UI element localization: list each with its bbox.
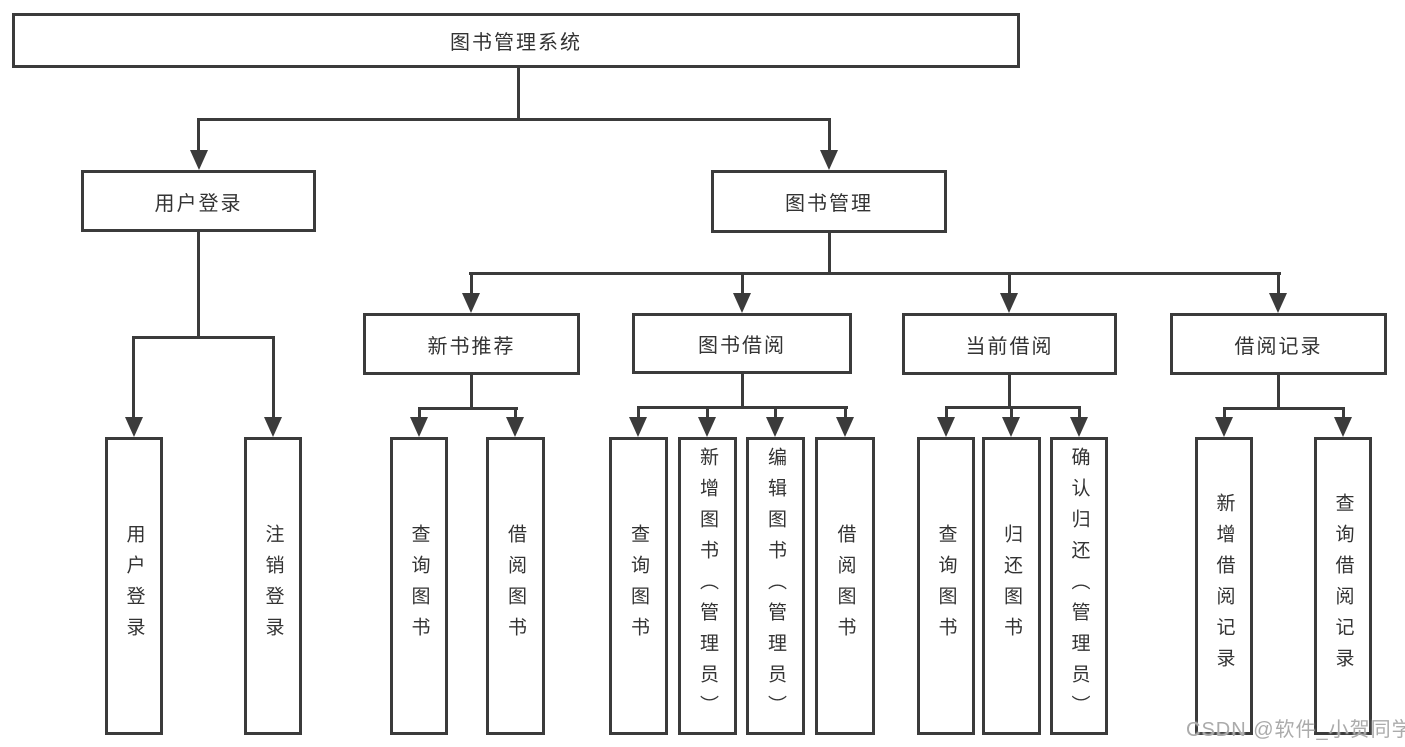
connector-level3-rail [469, 272, 1281, 275]
leaf-bb-edit-books: 编辑图书（管理员） [746, 437, 805, 735]
node-new-book-recommend-label: 新书推荐 [427, 335, 516, 358]
connector-to-bb-borrow [844, 406, 847, 417]
leaf-nb-borrow-books: 借阅图书 [486, 437, 545, 735]
arrowhead-bb-edit [766, 417, 784, 437]
connector-to-user-login [197, 118, 200, 150]
connector-root-feed [517, 68, 520, 118]
leaf-br-query-record-label: 查询借阅记录 [1332, 493, 1354, 679]
leaf-nb-borrow-books-label: 借阅图书 [505, 524, 526, 648]
leaf-cb-query-books-label: 查询图书 [935, 524, 957, 648]
connector-to-bb-edit [774, 406, 777, 417]
arrowhead-borrow-records [1269, 293, 1287, 313]
connector-to-current-borrow [1008, 272, 1011, 293]
connector-book-borrow-rail [637, 406, 848, 409]
leaf-br-add-record: 新增借阅记录 [1195, 437, 1253, 735]
leaf-bb-borrow-books: 借阅图书 [815, 437, 875, 735]
connector-borrow-records-rail [1223, 407, 1345, 410]
leaf-bb-borrow-books-label: 借阅图书 [834, 524, 856, 648]
arrowhead-br-add [1215, 417, 1233, 437]
connector-book-management-feed [828, 233, 831, 272]
node-borrow-records: 借阅记录 [1170, 313, 1387, 375]
arrowhead-bb-add [698, 417, 716, 437]
connector-borrow-records-feed [1277, 375, 1280, 407]
node-user-login: 用户登录 [81, 170, 316, 232]
leaf-user-login-label: 用户登录 [123, 524, 145, 648]
arrowhead-leaf-logout [264, 417, 282, 437]
arrowhead-leaf-login [125, 417, 143, 437]
connector-to-cb-confirm [1078, 406, 1081, 417]
leaf-cb-return-books-label: 归还图书 [1001, 524, 1022, 648]
connector-user-login-feed [197, 232, 200, 336]
arrowhead-bb-query [629, 417, 647, 437]
leaf-bb-query-books-label: 查询图书 [628, 524, 649, 648]
node-new-book-recommend: 新书推荐 [363, 313, 580, 375]
leaf-cb-confirm-return: 确认归还（管理员） [1050, 437, 1108, 735]
arrowhead-new-books [462, 293, 480, 313]
connector-to-borrow-records [1277, 272, 1280, 293]
connector-new-books-rail [418, 407, 518, 410]
node-root: 图书管理系统 [12, 13, 1020, 68]
leaf-bb-query-books: 查询图书 [609, 437, 668, 735]
connector-to-book-borrow [741, 272, 744, 293]
connector-book-borrow-feed [741, 374, 744, 406]
connector-to-nb-borrow [514, 407, 517, 417]
node-book-management-label: 图书管理 [785, 193, 873, 215]
leaf-cb-confirm-return-label: 确认归还（管理员） [1068, 446, 1090, 726]
leaf-nb-query-books: 查询图书 [390, 437, 448, 735]
node-book-borrow: 图书借阅 [632, 313, 852, 374]
arrowhead-br-query [1334, 417, 1352, 437]
csdn-watermark: CSDN @软件_小贺同学 [1186, 719, 1405, 741]
arrowhead-book-management [820, 150, 838, 170]
connector-to-br-add [1223, 407, 1226, 417]
node-root-label: 图书管理系统 [450, 32, 582, 54]
arrowhead-current-borrow [1000, 293, 1018, 313]
arrowhead-cb-return [1002, 417, 1020, 437]
connector-to-bb-add [706, 406, 709, 417]
connector-to-book-management [828, 118, 831, 150]
leaf-bb-add-books-label: 新增图书（管理员） [697, 446, 718, 726]
connector-to-new-books [470, 272, 473, 293]
leaf-logout: 注销登录 [244, 437, 302, 735]
leaf-br-add-record-label: 新增借阅记录 [1213, 493, 1235, 679]
leaf-cb-return-books: 归还图书 [982, 437, 1041, 735]
node-current-borrow-label: 当前借阅 [965, 335, 1054, 358]
arrowhead-nb-borrow [506, 417, 524, 437]
arrowhead-cb-confirm [1070, 417, 1088, 437]
connector-user-login-rail [133, 336, 275, 339]
arrowhead-bb-borrow [836, 417, 854, 437]
node-borrow-records-label: 借阅记录 [1234, 335, 1323, 358]
leaf-user-login: 用户登录 [105, 437, 163, 735]
node-book-management: 图书管理 [711, 170, 947, 233]
arrowhead-user-login [190, 150, 208, 170]
leaf-bb-add-books: 新增图书（管理员） [678, 437, 737, 735]
node-current-borrow: 当前借阅 [902, 313, 1117, 375]
connector-level2-rail [197, 118, 831, 121]
connector-to-br-query [1342, 407, 1345, 417]
arrowhead-book-borrow [733, 293, 751, 313]
node-book-borrow-label: 图书借阅 [698, 335, 786, 357]
connector-to-nb-query [418, 407, 421, 417]
node-user-login-label: 用户登录 [154, 192, 243, 215]
arrowhead-cb-query [937, 417, 955, 437]
leaf-br-query-record: 查询借阅记录 [1314, 437, 1372, 735]
leaf-cb-query-books: 查询图书 [917, 437, 975, 735]
leaf-nb-query-books-label: 查询图书 [408, 524, 430, 648]
leaf-logout-label: 注销登录 [262, 524, 284, 648]
connector-to-cb-query [945, 406, 948, 417]
connector-new-books-feed [470, 375, 473, 407]
connector-to-leaf-logout [272, 336, 275, 417]
connector-to-cb-return [1010, 406, 1013, 417]
connector-to-leaf-login [132, 336, 135, 417]
connector-to-bb-query [637, 406, 640, 417]
arrowhead-nb-query [410, 417, 428, 437]
leaf-bb-edit-books-label: 编辑图书（管理员） [765, 446, 786, 726]
connector-current-borrow-feed [1008, 375, 1011, 406]
connector-current-borrow-rail [945, 406, 1081, 409]
